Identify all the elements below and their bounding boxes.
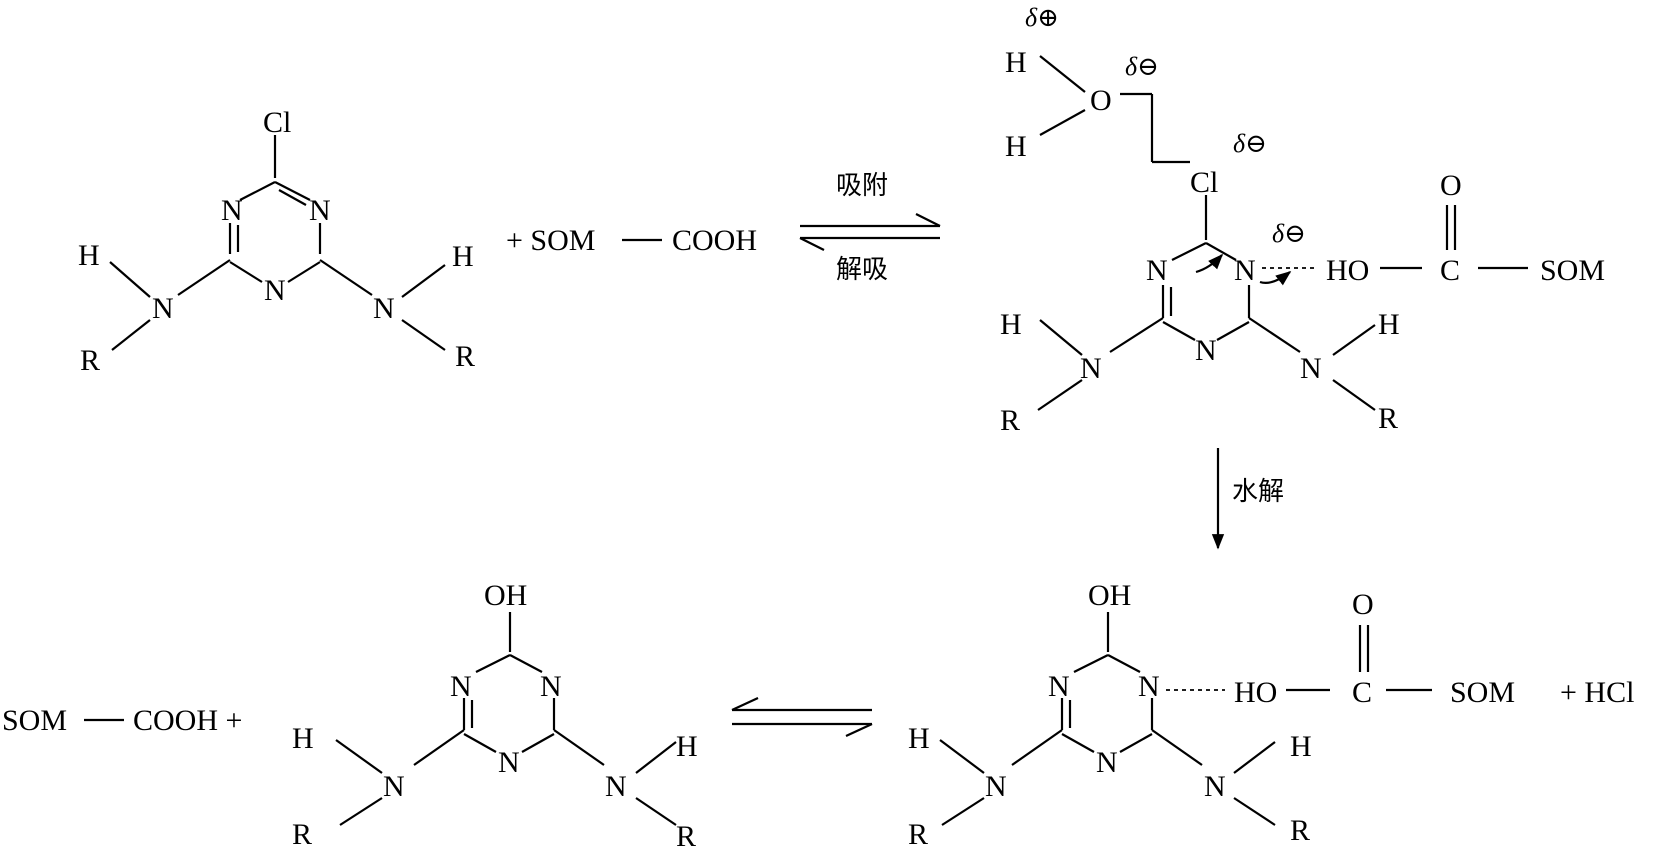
adsorption-equilibrium-arrows: 吸附 解吸 [799,171,941,285]
delta-minus-ring-nitrogen: δ⊖ [1272,219,1306,248]
som-cooh-reactant: + SOM COOH [506,224,757,257]
ring-nitrogen-right: N [1234,254,1256,287]
ring-nitrogen-left: N [450,670,472,703]
chlorine-atom-label: Cl [1190,166,1218,199]
ring-nitrogen-right: N [1138,670,1160,703]
som-label: SOM [1540,254,1605,287]
hydrogen-right: H [1290,730,1312,763]
hydroxytriazine-complex: OH N N N HO O C SOM N N H H R R [908,579,1515,851]
hydroxyl-label: OH [484,579,527,612]
hcl-product-label: + HCl [1560,676,1634,709]
r-group-left: R [80,344,100,377]
delta-plus-water-h: δ⊕ [1025,3,1059,32]
r-group-left: R [908,818,928,851]
water-oxygen: O [1090,84,1112,117]
hydrogen-left: H [1000,308,1022,341]
hydroxyl-label: HO [1234,676,1277,709]
hydroxyl-label: HO [1326,254,1369,287]
adsorption-label: 吸附 [836,171,888,201]
som-label: SOM [2,704,67,737]
hydrolysis-label: 水解 [1232,477,1284,507]
hydrogen-right: H [676,730,698,763]
cooh-plus-label: COOH + [133,704,242,737]
ring-nitrogen-right: N [309,194,331,227]
carbonyl-oxygen: O [1440,169,1462,202]
adsorbed-complex: δ⊕ δ⊖ δ⊖ δ⊖ H O H Cl N N N HO O C SOM N … [1000,3,1605,437]
ring-nitrogen-left: N [1048,670,1070,703]
amine-nitrogen-left: N [152,292,174,325]
ring-nitrogen-left: N [1146,254,1168,287]
desorption-label: 解吸 [836,255,888,285]
som-label: SOM [1450,676,1515,709]
chlorine-atom-label: Cl [263,106,291,139]
hydrogen-left: H [908,722,930,755]
r-group-left: R [1000,404,1020,437]
amine-nitrogen-left: N [985,770,1007,803]
amine-nitrogen-left: N [383,770,405,803]
hydrogen-left: H [78,239,100,272]
hydrolysis-arrow: 水解 [1211,448,1284,550]
r-group-left: R [292,818,312,851]
carbonyl-oxygen: O [1352,588,1374,621]
amine-nitrogen-right: N [605,770,627,803]
ring-nitrogen-bottom: N [1195,334,1217,367]
r-group-right: R [455,340,475,373]
bottom-equilibrium-arrows [731,697,873,737]
hydrogen-left: H [292,722,314,755]
water-hydrogen-bottom: H [1005,130,1027,163]
amine-nitrogen-right: N [373,292,395,325]
r-group-right: R [1378,402,1398,435]
carboxyl-carbon: C [1440,254,1460,287]
som-label: + SOM [506,224,595,257]
ring-nitrogen-bottom: N [498,746,520,779]
amine-nitrogen-right: N [1204,770,1226,803]
delta-minus-water-o: δ⊖ [1125,52,1159,81]
amine-nitrogen-right: N [1300,352,1322,385]
cooh-label: COOH [672,224,757,257]
amine-nitrogen-left: N [1080,352,1102,385]
delta-minus-chlorine: δ⊖ [1233,129,1267,158]
chlorotriazine-molecule: Cl N N N N N H H R R [78,106,475,377]
ring-nitrogen-left: N [221,194,243,227]
ring-nitrogen-bottom: N [1096,746,1118,779]
som-cooh-product: SOM COOH + [2,704,242,737]
r-group-right: R [676,820,696,852]
hydroxyl-label: OH [1088,579,1131,612]
r-group-right: R [1290,814,1310,847]
hydrogen-right: H [1378,308,1400,341]
ring-nitrogen-bottom: N [264,274,286,307]
hydroxytriazine-product: OH N N N N N H H R R [292,579,698,852]
hydrogen-right: H [452,240,474,273]
carboxyl-carbon: C [1352,676,1372,709]
water-hydrogen-top: H [1005,46,1027,79]
ring-nitrogen-right: N [540,670,562,703]
